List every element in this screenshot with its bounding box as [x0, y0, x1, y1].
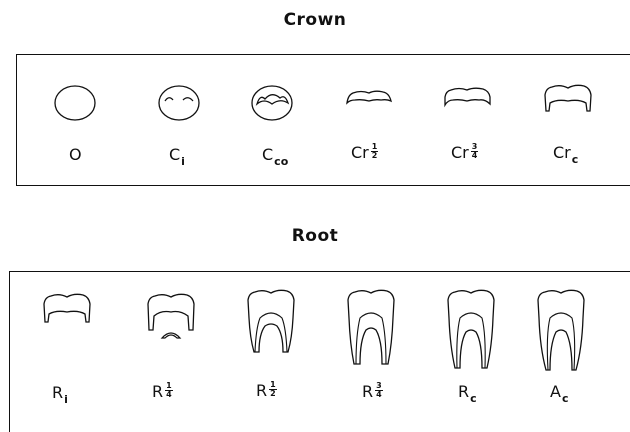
stage-label-ri: Ri [52, 385, 68, 401]
stage-label-base: C [169, 145, 180, 164]
apex-closed-icon [536, 288, 596, 372]
stage-label-base: O [69, 145, 82, 164]
stage-label-base: A [550, 382, 561, 401]
stage-label-base: R [362, 382, 373, 401]
stage-label-sub: c [572, 153, 579, 166]
cusp-coalescence-icon [250, 84, 300, 124]
cusp-initiation-icon [157, 85, 207, 125]
stage-label-o: O [69, 147, 82, 163]
stage-label-sub: i [181, 155, 185, 168]
root-three-quarter-icon [346, 288, 406, 368]
tooth-crypt-icon [53, 85, 103, 125]
stage-label-apex-closed: Ac [550, 384, 568, 400]
crown-title: Crown [0, 10, 630, 30]
stage-label-base: Cr [351, 143, 369, 162]
crown-complete-icon [543, 83, 603, 123]
stage-label-base: C [262, 145, 273, 164]
root-quarter-icon [146, 292, 206, 342]
stage-label-sub: co [274, 155, 288, 168]
root-title: Root [0, 226, 630, 246]
stage-label-r-complete: Rc [458, 384, 477, 400]
stage-label-cco: Cco [262, 147, 288, 163]
stage-label-base: R [152, 382, 163, 401]
stage-label-base: R [256, 381, 267, 400]
stage-label-base: Cr [553, 143, 571, 162]
stage-label-cr-complete: Crc [553, 145, 578, 161]
stage-label-sub: c [562, 392, 569, 405]
stage-label-base: R [458, 382, 469, 401]
crown-three-quarter-icon [443, 85, 503, 115]
root-half-icon [246, 288, 306, 358]
stage-label-base: R [52, 383, 63, 402]
stage-label-sub: c [470, 392, 477, 405]
root-complete-icon [446, 288, 506, 370]
root-initiation-icon [42, 292, 102, 332]
stage-label-sub: i [64, 393, 68, 406]
stage-label-ci: Ci [169, 147, 185, 163]
crown-half-icon [345, 87, 405, 117]
stage-label-base: Cr [451, 143, 469, 162]
